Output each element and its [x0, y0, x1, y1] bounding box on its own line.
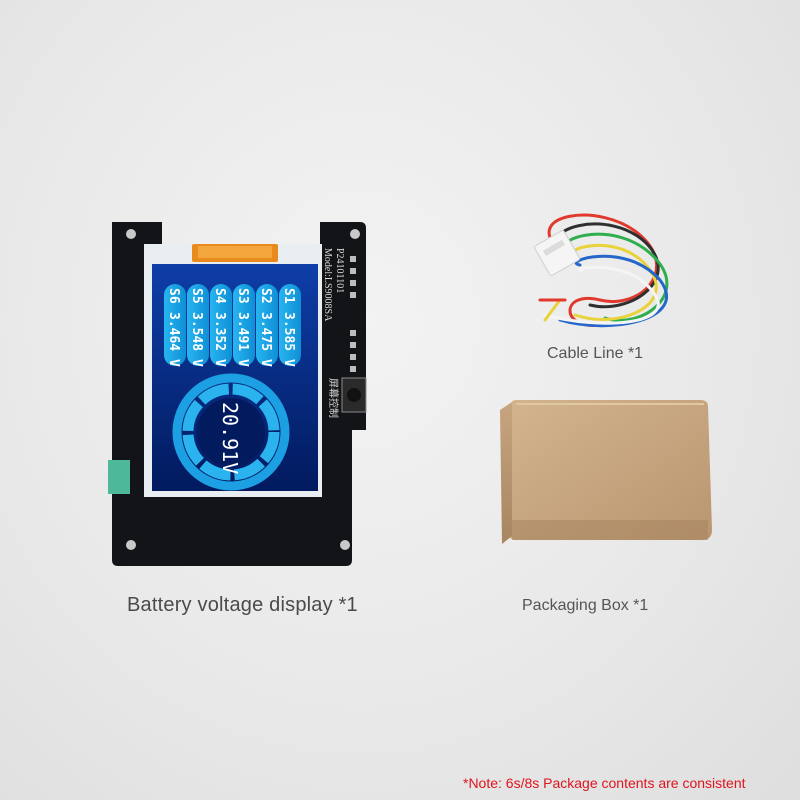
packaging-box — [500, 400, 712, 544]
svg-text:3.464 V: 3.464 V — [166, 312, 181, 367]
green-tab — [108, 460, 130, 494]
lcd-screen — [152, 264, 318, 491]
svg-text:3.352 V: 3.352 V — [212, 312, 227, 367]
box-label: Packaging Box *1 — [522, 597, 649, 614]
cable-connector — [534, 230, 580, 276]
svg-text:3.491 V: 3.491 V — [235, 312, 250, 367]
svg-text:S3: S3 — [235, 288, 250, 304]
model-text: Model:LS9008SA — [322, 248, 333, 322]
svg-text:3.585 V: 3.585 V — [281, 312, 296, 367]
cell-pill: S2 3.475 V — [256, 284, 278, 367]
mount-hole — [126, 229, 136, 239]
voltage-ring-gauge: 20.91V — [172, 373, 290, 491]
svg-text:S1: S1 — [281, 288, 296, 304]
svg-text:S6: S6 — [166, 288, 181, 304]
display-label: Battery voltage display *1 — [127, 594, 358, 616]
svg-text:3.548 V: 3.548 V — [189, 312, 204, 367]
ribbon-connector — [192, 244, 278, 262]
cell-pill: S3 3.491 V — [233, 284, 255, 367]
pcb-board — [112, 222, 366, 566]
cell-pill: S4 3.352 V — [210, 284, 232, 367]
mount-hole — [350, 229, 360, 239]
svg-text:S2: S2 — [258, 288, 273, 304]
svg-text:S5: S5 — [189, 288, 204, 304]
pin-header — [350, 256, 356, 372]
screen-frame — [144, 244, 322, 497]
button-caption: 屏幕控制 — [327, 378, 340, 418]
svg-text:S4: S4 — [212, 288, 227, 304]
cell-pill: S1 3.585 V — [279, 284, 301, 367]
cell-pill: S5 3.548 V — [187, 284, 209, 367]
mount-hole — [340, 540, 350, 550]
serial-text: P24101101 — [334, 248, 345, 293]
cable-line — [538, 213, 669, 328]
cell-pill: S6 3.464 V — [164, 284, 186, 367]
package-note: *Note: 6s/8s Package contents are consis… — [463, 775, 746, 791]
mount-hole — [126, 540, 136, 550]
cable-label: Cable Line *1 — [547, 345, 644, 362]
cell-list: S1 3.585 V S2 3.475 V S3 3.491 V S4 3.35… — [164, 284, 301, 367]
svg-text:3.475 V: 3.475 V — [258, 312, 273, 367]
total-voltage: 20.91V — [218, 402, 242, 474]
control-button — [341, 377, 367, 413]
